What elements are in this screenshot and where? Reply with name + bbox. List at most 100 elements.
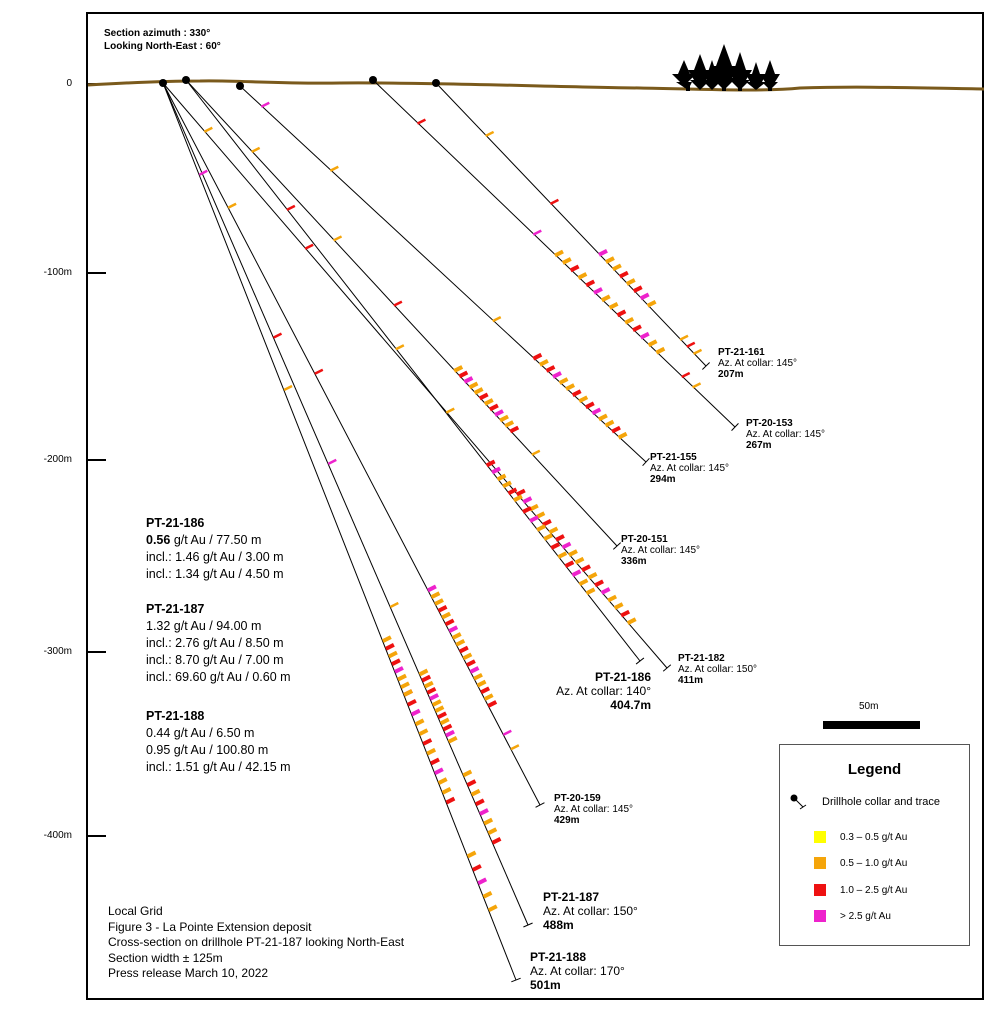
- assay-interval-mark: [557, 551, 568, 559]
- assay-interval-mark: [541, 518, 552, 527]
- note-section: Cross-section on drillhole PT-21-187 loo…: [108, 935, 405, 949]
- assay-interval-mark: [522, 496, 533, 504]
- assay-interval-mark: [455, 638, 466, 647]
- assay-interval-mark: [522, 506, 532, 514]
- assay-interval-mark: [403, 689, 413, 697]
- assay-interval-mark: [445, 796, 456, 805]
- assay-interval-mark: [476, 679, 487, 688]
- assay-interval-mark: [203, 126, 213, 133]
- assay-interval-mark: [260, 101, 270, 108]
- hole-name: PT-21-161: [718, 347, 765, 358]
- drillhole-end-cap: [702, 362, 710, 370]
- drillhole-end-cap: [511, 977, 521, 983]
- drillhole-trace-pt-21-187: [162, 82, 529, 926]
- hole-azimuth: Az. At collar: 140°: [556, 684, 651, 698]
- assay-interval-mark: [608, 302, 619, 310]
- assay-interval-mark: [554, 249, 564, 258]
- assay-interval-mark: [458, 370, 469, 379]
- assay-interval-mark: [611, 263, 622, 272]
- assay-interval-mark: [463, 376, 474, 384]
- assay-interval-mark: [421, 674, 432, 683]
- hole-label-pt-21-188: PT-21-188 Az. At collar: 170° 501m: [530, 950, 625, 992]
- depth-label-200: -200m: [43, 454, 72, 465]
- assay-interval-mark: [532, 352, 543, 361]
- assay-interval-mark: [431, 699, 442, 707]
- assay-interval-mark: [594, 579, 604, 588]
- assay-interval-mark: [381, 635, 392, 643]
- results-pt-21-188: PT-21-188 0.44 g/t Au / 6.50 m 0.95 g/t …: [146, 708, 291, 776]
- assay-interval-mark: [441, 611, 451, 620]
- assay-interval-mark: [639, 292, 650, 301]
- assay-interval-mark: [598, 249, 608, 257]
- hole-azimuth: Az. At collar: 150°: [543, 904, 638, 918]
- assay-interval-mark: [478, 392, 489, 401]
- hole-name: PT-21-187: [543, 890, 600, 904]
- assay-interval-mark: [549, 198, 559, 205]
- results-line: 0.95 g/t Au / 100.80 m: [146, 743, 269, 757]
- assay-interval-mark: [492, 316, 502, 323]
- assay-interval-mark: [624, 316, 635, 325]
- drillhole-trace-pt-20-159: [162, 82, 541, 806]
- assay-interval-mark: [427, 584, 437, 593]
- note-width: Section width ± 125m: [108, 950, 223, 965]
- section-frame: [86, 12, 984, 1000]
- assay-interval-mark: [418, 728, 429, 736]
- assay-interval-mark: [639, 331, 650, 340]
- assay-interval-mark: [430, 591, 441, 599]
- assay-interval-mark: [499, 414, 509, 423]
- note-press-release: Press release March 10, 2022: [108, 966, 269, 980]
- assay-interval-mark: [617, 431, 628, 440]
- assay-interval-mark: [620, 609, 631, 618]
- assay-interval-mark: [416, 118, 426, 125]
- results-line: incl.: 8.70 g/t Au / 7.00 m: [146, 653, 284, 667]
- assay-interval-mark: [474, 798, 485, 807]
- assay-interval-mark: [466, 850, 477, 859]
- assay-interval-mark: [384, 643, 395, 651]
- assay-interval-mark: [509, 425, 520, 434]
- hole-azimuth: Az. At collar: 150°: [678, 664, 758, 675]
- drillhole-collar-1: [182, 76, 190, 84]
- results-line: 1.32 g/t Au / 94.00 m: [146, 619, 262, 633]
- drillhole-trace-pt-21-155: [239, 85, 647, 463]
- assay-interval-mark: [441, 787, 452, 795]
- assay-interval-mark: [536, 524, 546, 532]
- assay-interval-mark: [543, 533, 554, 541]
- legend-item-1: 0.5 – 1.0 g/t Au: [814, 857, 907, 869]
- assay-interval-mark: [646, 299, 657, 308]
- assay-interval-mark: [469, 666, 480, 674]
- assay-interval-mark: [418, 668, 429, 677]
- assay-interval-mark: [439, 717, 450, 726]
- assay-interval-mark: [445, 407, 455, 414]
- assay-interval-mark: [578, 395, 589, 404]
- drillhole-end-cap: [635, 657, 645, 665]
- assay-interval-mark: [462, 769, 473, 778]
- assay-interval-mark: [442, 723, 453, 732]
- assay-interval-mark: [561, 257, 572, 265]
- assay-interval-mark: [515, 488, 526, 497]
- assay-interval-mark: [538, 359, 549, 367]
- assay-interval-mark: [423, 680, 434, 689]
- assay-interval-mark: [473, 672, 483, 681]
- ground-surface-line: [87, 79, 985, 92]
- assay-interval-mark: [426, 686, 437, 695]
- assay-interval-mark: [479, 808, 489, 816]
- assay-interval-mark: [598, 413, 608, 422]
- assay-interval-mark: [429, 693, 440, 701]
- assay-interval-mark: [611, 425, 621, 434]
- legend-box: Legend Drillhole collar and trace 0.3 – …: [779, 744, 970, 946]
- assay-interval-mark: [692, 348, 703, 355]
- hole-name: PT-20-153: [746, 418, 793, 429]
- legend-item-0: 0.3 – 0.5 g/t Au: [814, 831, 907, 843]
- assay-interval-mark: [400, 681, 410, 690]
- assay-interval-mark: [686, 341, 696, 348]
- assay-interval-mark: [487, 827, 498, 835]
- assay-interval-mark: [426, 747, 437, 756]
- assay-interval-mark: [483, 398, 494, 406]
- assay-interval-mark: [480, 686, 491, 695]
- figure-notes: Local Grid Figure 3 - La Pointe Extensio…: [108, 904, 404, 982]
- legend-item-label: 1.0 – 2.5 g/t Au: [840, 884, 908, 896]
- assay-interval-mark: [227, 202, 237, 209]
- assay-interval-mark: [483, 817, 494, 826]
- assay-interval-mark: [548, 526, 559, 535]
- assay-interval-mark: [585, 279, 596, 288]
